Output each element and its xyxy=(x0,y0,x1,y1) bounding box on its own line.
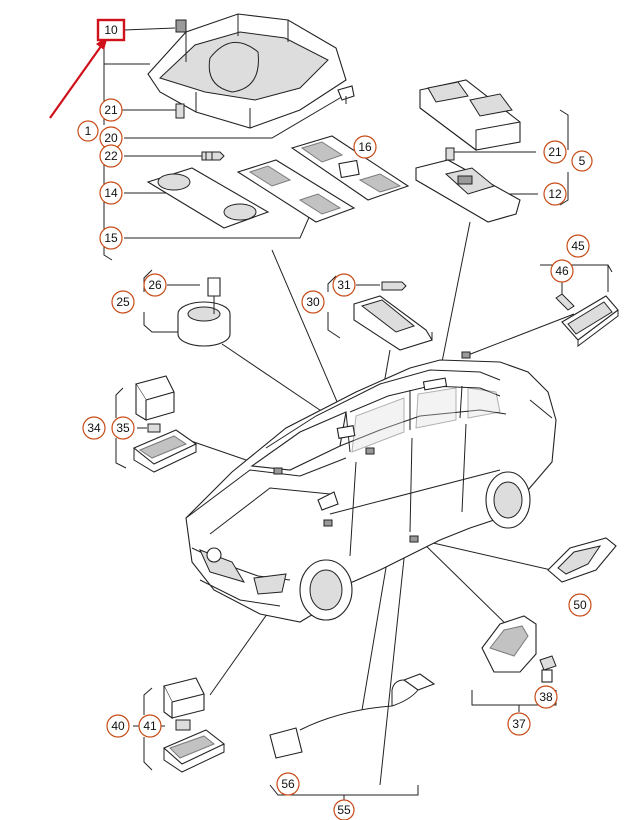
group-34-bracket xyxy=(115,387,127,469)
overhead-console-part xyxy=(147,13,355,129)
bulb-46-part xyxy=(555,293,575,311)
callout-41: 41 xyxy=(138,714,162,738)
callout-25: 25 xyxy=(111,290,135,314)
callout-40: 40 xyxy=(106,714,130,738)
group-30-bracket xyxy=(327,275,341,339)
callout-12: 12 xyxy=(543,182,567,206)
callout-46-label: 46 xyxy=(555,264,569,278)
callout-22-label: 22 xyxy=(104,149,118,163)
callout-21a-label: 21 xyxy=(104,103,118,117)
callout-55: 55 xyxy=(333,799,355,820)
callout-38: 38 xyxy=(534,685,558,709)
light-housing-40-part xyxy=(162,729,226,773)
callout-10-label: 10 xyxy=(104,23,118,37)
callout-56-label: 56 xyxy=(281,777,295,791)
callout-5-label: 5 xyxy=(579,154,586,168)
callout-46: 46 xyxy=(550,259,574,283)
callout-34: 34 xyxy=(82,416,106,440)
callout-40-label: 40 xyxy=(111,719,125,733)
callout-31: 31 xyxy=(332,273,356,297)
callout-12-label: 12 xyxy=(548,187,562,201)
callout-22: 22 xyxy=(99,144,123,168)
callout-1: 1 xyxy=(77,120,99,142)
callout-5: 5 xyxy=(571,150,593,172)
lamp-housing-30-part xyxy=(353,295,433,351)
callout-10: 10 xyxy=(96,18,126,42)
bulb-35-part xyxy=(147,423,161,433)
callout-16: 16 xyxy=(353,135,377,159)
callout-14: 14 xyxy=(99,181,123,205)
bulb-31-part xyxy=(381,281,407,291)
light-housing-34-part xyxy=(132,429,198,473)
callout-15: 15 xyxy=(99,226,123,250)
lens-14-part xyxy=(146,167,270,229)
callout-50: 50 xyxy=(568,593,592,617)
callout-30: 30 xyxy=(301,290,325,314)
callout-50-label: 50 xyxy=(573,598,587,612)
group-5-bracket xyxy=(559,109,569,206)
callout-31-label: 31 xyxy=(337,278,351,292)
wiring-harness-55-part xyxy=(269,673,436,759)
callout-25-label: 25 xyxy=(116,295,130,309)
callout-37-label: 37 xyxy=(512,717,526,731)
callout-38-label: 38 xyxy=(539,690,553,704)
footwell-light-34-part xyxy=(135,375,175,421)
callout-35: 35 xyxy=(111,416,135,440)
callout-41-label: 41 xyxy=(143,719,157,733)
callout-35-label: 35 xyxy=(116,421,130,435)
callout-45-label: 45 xyxy=(571,239,585,253)
callout-20-label: 20 xyxy=(104,131,118,145)
callout-21a: 21 xyxy=(99,98,123,122)
car-location-markers xyxy=(273,351,471,543)
door-light-40-part xyxy=(163,677,205,720)
callout-34-label: 34 xyxy=(87,421,101,435)
callout-21b-label: 21 xyxy=(548,145,562,159)
door-handle-light-50-part xyxy=(547,537,617,583)
bulb-21b-part xyxy=(445,147,455,161)
handle-light-37-part xyxy=(481,615,537,673)
bulb-41-part xyxy=(175,719,191,731)
callout-26: 26 xyxy=(143,273,167,297)
lens-15-part xyxy=(236,159,356,223)
callout-21b: 21 xyxy=(543,140,567,164)
callout-16-label: 16 xyxy=(358,140,372,154)
car-illustration xyxy=(185,359,557,623)
callout-30-label: 30 xyxy=(306,295,320,309)
group-40-bracket xyxy=(143,687,153,771)
bulb-22-part xyxy=(201,151,225,161)
callout-15-label: 15 xyxy=(104,231,118,245)
callout-37: 37 xyxy=(507,712,531,736)
highlight-arrow xyxy=(49,36,108,119)
callout-1-label: 1 xyxy=(85,124,92,138)
callout-45: 45 xyxy=(566,234,590,258)
callout-56: 56 xyxy=(276,772,300,796)
callout-26-label: 26 xyxy=(148,278,162,292)
callout-55-label: 55 xyxy=(337,803,351,817)
lens-16-part xyxy=(290,135,410,201)
switch-25-part xyxy=(177,277,231,347)
reading-lamp-12-part xyxy=(415,159,521,223)
bulb-38-part xyxy=(539,655,557,683)
reading-light-5-part xyxy=(419,79,521,151)
callout-14-label: 14 xyxy=(104,186,118,200)
visor-light-45-part xyxy=(561,295,619,347)
